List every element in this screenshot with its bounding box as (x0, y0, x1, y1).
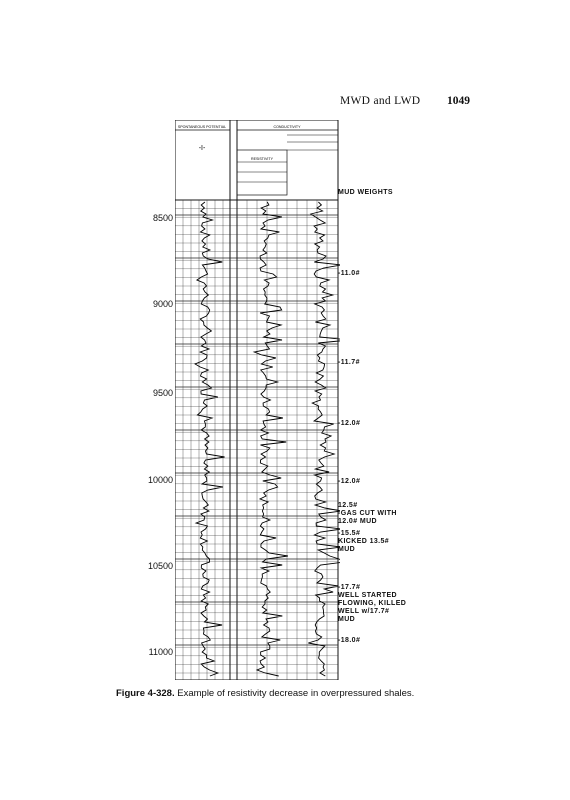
annotation-kicked: -15.5# KICKED 13.5# MUD (338, 530, 390, 553)
depth-label-10500: 10500 (147, 561, 173, 571)
track2-header: CONDUCTIVITY (274, 125, 302, 129)
depth-label-10000: 10000 (147, 475, 173, 485)
well-log-figure: SPONTANEOUS POTENTIAL CONDUCTIVITY RESIS… (175, 120, 340, 680)
page-number: 1049 (447, 95, 470, 107)
depth-label-9000: 9000 (152, 299, 173, 309)
annotation-well-flowing: -17.7# WELL STARTED FLOWING, KILLED WELL… (338, 584, 407, 623)
annotation-mud-weights: MUD WEIGHTS (338, 189, 393, 196)
annotation-18-0: -18.0# (338, 637, 361, 644)
figure-caption-label: Figure 4-328. (116, 688, 175, 699)
depth-label-11000: 11000 (148, 647, 173, 657)
annotation-11-7: -11.7# (338, 359, 360, 366)
sp-scale-mark: -I- (199, 145, 206, 152)
annotation-12-0-b: -12.0# (338, 478, 361, 485)
annotation-12-0-a: -12.0# (338, 420, 361, 427)
figure-caption-text: Example of resistivity decrease in overp… (174, 688, 415, 699)
running-head-section: MWD and LWD (340, 95, 421, 107)
well-log-graphic: SPONTANEOUS POTENTIAL CONDUCTIVITY RESIS… (175, 120, 340, 680)
track2-subheader: RESISTIVITY (251, 157, 274, 161)
depth-label-9500: 9500 (152, 388, 173, 398)
track1-header: SPONTANEOUS POTENTIAL (178, 125, 226, 129)
sp-curve (194, 201, 225, 677)
depth-label-8500: 8500 (152, 213, 173, 223)
annotation-11-0: -11.0# (338, 270, 360, 277)
conductivity-curve (308, 201, 340, 677)
annotation-gas-cut: 12.5# -GAS CUT WITH 12.0# MUD (338, 502, 397, 525)
resistivity-curve (252, 201, 288, 677)
figure-caption: Figure 4-328. Example of resistivity dec… (116, 688, 414, 699)
